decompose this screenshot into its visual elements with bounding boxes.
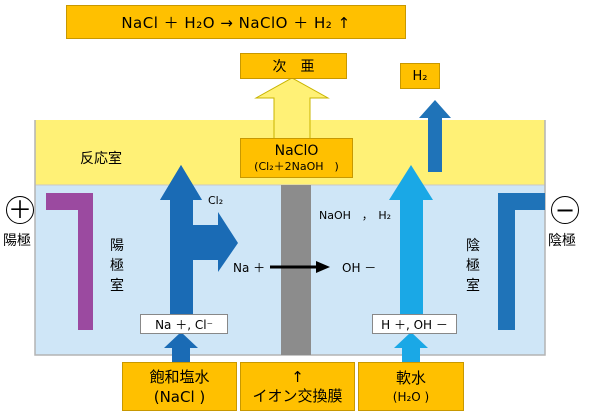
equation-box: NaCl ＋ H₂O → NaClO ＋ H₂ ↑ bbox=[66, 5, 406, 39]
anode-label: 陽極 bbox=[3, 233, 31, 249]
equation-text: NaCl ＋ H₂O → NaClO ＋ H₂ ↑ bbox=[121, 13, 351, 32]
cathode-flow-arrow bbox=[389, 165, 433, 318]
brine-input-box: 飽和塩水 (NaCl ) bbox=[122, 362, 237, 411]
membrane-box: ↑ イオン交換膜 bbox=[240, 362, 355, 411]
anode-ions-box: Na ＋, Cl⁻ bbox=[140, 314, 228, 334]
naclo-title: NaClO bbox=[274, 142, 319, 159]
cathode-ions-box: H ＋, OH － bbox=[372, 314, 457, 334]
chlorine-label: Cl₂ bbox=[208, 194, 224, 207]
membrane-arrow-icon: ↑ bbox=[291, 367, 304, 386]
anode-sign-icon: ＋ bbox=[6, 196, 34, 224]
cathode-sign-icon: − bbox=[551, 196, 579, 224]
brine-input-line1: 飽和塩水 bbox=[149, 367, 210, 386]
na-ion-label: Na ＋ bbox=[233, 261, 266, 275]
cathode-chamber-label: 陰 極 室 bbox=[466, 238, 480, 294]
soft-water-input-box: 軟水 (H₂O ) bbox=[358, 362, 464, 411]
soft-water-line1: 軟水 bbox=[395, 368, 426, 387]
anode-ions-text: Na ＋, Cl⁻ bbox=[155, 317, 213, 332]
naoh-h2-label: NaOH ， H₂ bbox=[319, 209, 392, 222]
ion-exchange-membrane bbox=[281, 185, 311, 355]
reaction-chamber-label: 反応室 bbox=[80, 151, 122, 167]
ion-flow-arrow bbox=[316, 261, 330, 273]
soft-water-line2: (H₂O ) bbox=[392, 389, 430, 404]
hydrogen-output-arrow bbox=[419, 100, 451, 172]
cathode-label: 陰極 bbox=[548, 233, 576, 249]
hypochlorite-output-label: 次 亜 bbox=[272, 59, 315, 75]
cathode-ions-text: H ＋, OH － bbox=[381, 317, 448, 332]
anode-electrode bbox=[46, 193, 93, 330]
oh-ion-label: OH － bbox=[342, 261, 377, 275]
cathode-electrode bbox=[498, 193, 545, 330]
brine-input-line2: (NaCl ) bbox=[153, 387, 206, 406]
anode-chamber-label: 陽 極 室 bbox=[110, 238, 124, 294]
naclo-box: NaClO (Cl₂＋2NaOH ) bbox=[240, 138, 353, 178]
naclo-formula: (Cl₂＋2NaOH ) bbox=[254, 159, 339, 173]
hydrogen-output-label: H₂ bbox=[412, 68, 428, 84]
hypochlorite-output-box: 次 亜 bbox=[240, 53, 347, 79]
membrane-label: イオン交換膜 bbox=[252, 386, 343, 405]
hydrogen-output-box: H₂ bbox=[400, 63, 440, 89]
hypochlorite-output-arrow bbox=[254, 77, 330, 141]
